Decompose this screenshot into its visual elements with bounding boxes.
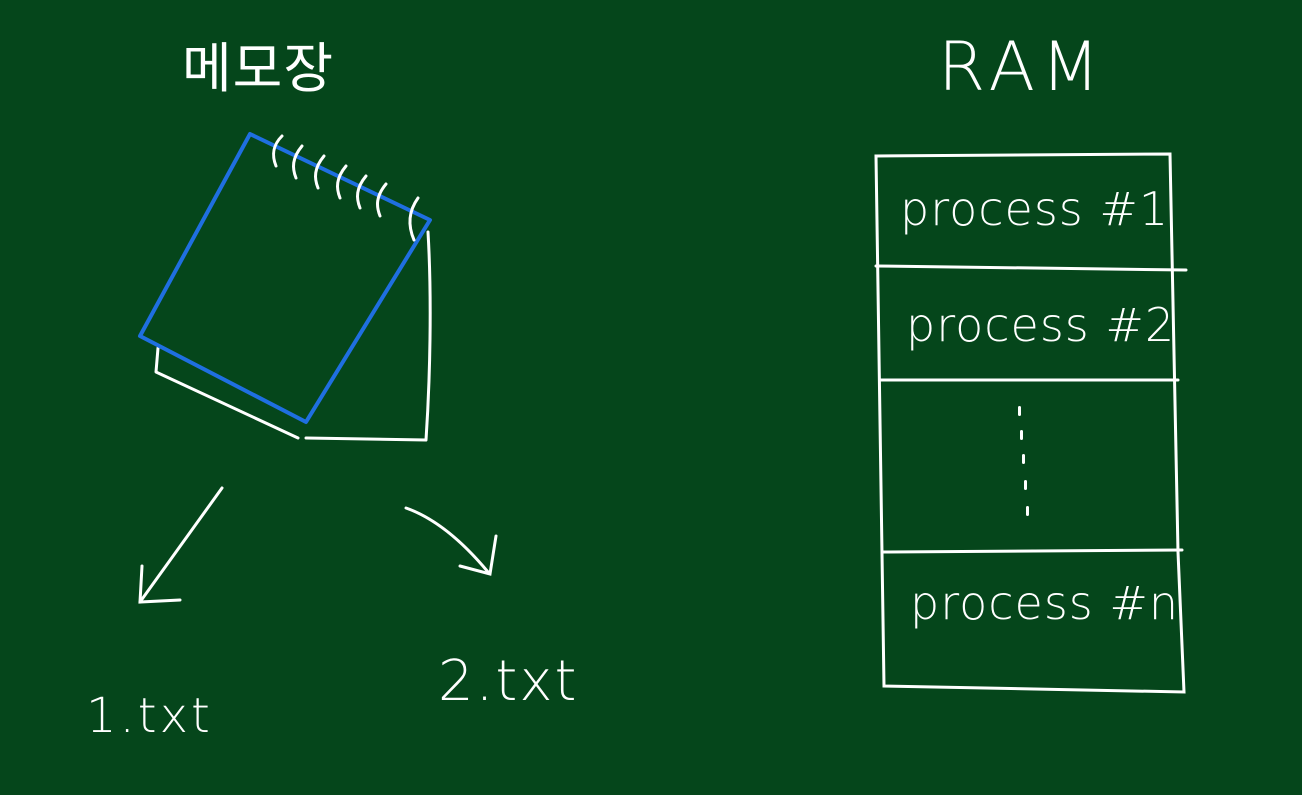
notepad-icon (138, 132, 432, 442)
file-label-1: 1.txt (86, 688, 213, 744)
ram-memory-block (874, 152, 1188, 694)
ram-process-n: process #n (910, 576, 1180, 630)
arrow-to-file-1-icon (138, 486, 224, 604)
ram-process-1: process #1 (900, 182, 1170, 236)
notepad-spiral-rings (272, 134, 420, 242)
arrow-to-file-2-icon (404, 506, 498, 576)
ram-title: RAM (938, 28, 1106, 107)
file-label-2: 2.txt (438, 649, 579, 714)
ellipsis-dots-icon (1018, 406, 1029, 516)
notepad-title: 메모장 (182, 37, 335, 100)
ram-process-2: process #2 (906, 298, 1176, 352)
